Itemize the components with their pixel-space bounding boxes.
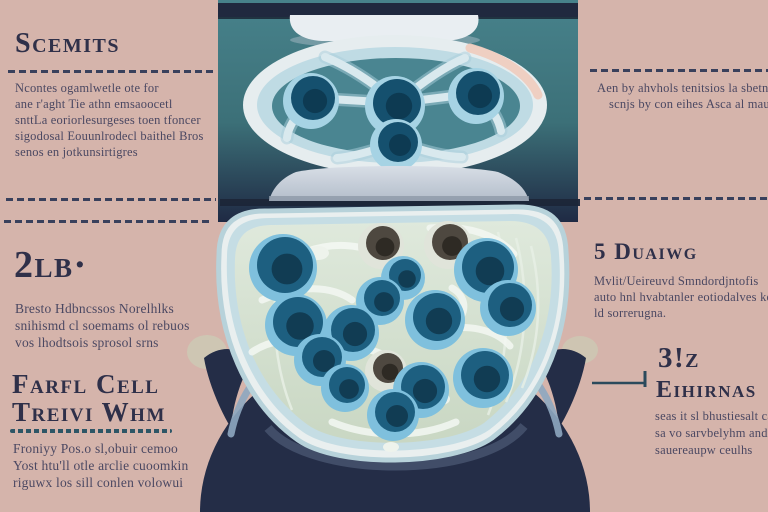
lid-ring-highlight <box>465 43 543 100</box>
body-line: snttLa eoriorlesurgeses toen tfoncer <box>15 113 201 127</box>
section-heading-duaiwg: 5 Duaiwg <box>594 239 698 264</box>
culture-dish <box>216 204 570 463</box>
cell-part <box>442 236 462 256</box>
section-heading-scemits: Scemits <box>15 28 120 59</box>
body-line: scnjs by con eihes Asca al mau <box>609 97 768 111</box>
cell-part <box>475 256 505 286</box>
body-line: senos en jotkunsirtigres <box>15 145 138 159</box>
heading-line: Farfl Cell <box>12 369 160 399</box>
section-heading-farfl-cell: Farfl Cell Treivi Whm <box>12 370 166 426</box>
body-line: Mvlit/Ueireuvd Smndordjntofis <box>594 274 759 288</box>
cell-part <box>398 270 416 288</box>
cell-part <box>286 312 314 340</box>
cell-part <box>342 321 368 347</box>
base-right-wing <box>539 349 586 428</box>
cell-part <box>381 363 399 381</box>
body-line: riguwx los sill conlen volowui <box>13 475 184 490</box>
section-heading-eihirnas: Eihirnas <box>656 377 757 403</box>
body-line: seas it sl bhustiesalt ca <box>655 409 768 423</box>
body-line: sauereaupw ceulhs <box>655 443 753 457</box>
divider-left-1 <box>8 70 216 73</box>
cell-part <box>386 405 408 427</box>
lid-top-plate <box>289 15 479 41</box>
body-line: ane r'aght Tie athn emsaoocetl <box>15 97 173 111</box>
heading-line: Treivi Whm <box>12 397 166 427</box>
body-line: auto hnl hvabtanler eotiodalves ke <box>594 290 768 304</box>
section-body-2lb: Bresto Hdbncssos Norelhlks snihismd cl s… <box>15 300 190 351</box>
pedestal <box>269 166 529 201</box>
body-line: snihismd cl soemams ol rebuos <box>15 318 190 333</box>
body-line: Bresto Hdbncssos Norelhlks <box>15 301 174 316</box>
section-body-scemits: Ncontes ogamlwetle ote for ane r'aght Ti… <box>15 80 204 160</box>
cell-part <box>499 296 525 322</box>
divider-right-1 <box>590 69 768 72</box>
body-line: sa vo sarvbelyhm and <box>655 426 768 440</box>
section-heading-2lb: 2lb· <box>14 244 88 286</box>
section-body-eihirnas: seas it sl bhustiesalt ca sa vo sarvbely… <box>655 408 768 459</box>
divider-left-wavy <box>10 429 172 433</box>
section-body-duaiwg: Mvlit/Ueireuvd Smndordjntofis auto hnl h… <box>594 273 768 321</box>
cell-part <box>375 237 395 257</box>
base-bottom-arc <box>264 422 528 471</box>
dish-speck <box>383 442 399 452</box>
body-line: Froniyy Pos.o sl,obuir cemoo <box>13 441 178 456</box>
section-heading-3z: 3!z <box>658 342 700 374</box>
divider-right-2 <box>584 197 768 200</box>
callout-line <box>592 371 647 387</box>
divider-left-3 <box>4 220 209 223</box>
cell-part <box>374 292 394 312</box>
section-body-right-1: Aen by ahvhols tenitsios la sbetnos scnj… <box>597 80 768 112</box>
cell-part <box>313 350 335 372</box>
cell-part <box>425 307 453 335</box>
body-line: Yost htu'll otle arclie cuoomkin <box>13 458 189 473</box>
divider-left-2 <box>6 198 216 201</box>
lid-cells <box>283 68 504 171</box>
cell-part <box>412 378 438 404</box>
body-line: sigodosal Eouunlrodecl baithel Bros <box>15 129 204 143</box>
culture-lid <box>243 15 547 175</box>
cell-part <box>385 92 413 120</box>
body-line: Aen by ahvhols tenitsios la sbetnos <box>597 81 768 95</box>
body-line: vos lhodtsois sprosol srns <box>15 335 159 350</box>
cell-part <box>473 365 501 393</box>
cell-part <box>389 134 411 156</box>
cell-part <box>271 253 303 285</box>
body-line: ld sorrerugna. <box>594 306 667 320</box>
section-body-farfl: Froniyy Pos.o sl,obuir cemoo Yost htu'll… <box>13 440 188 491</box>
cell-part <box>339 379 359 399</box>
cell-part <box>467 83 493 109</box>
cell-part <box>302 88 328 114</box>
dish-cells <box>249 221 536 441</box>
body-line: Ncontes ogamlwetle ote for <box>15 81 159 95</box>
